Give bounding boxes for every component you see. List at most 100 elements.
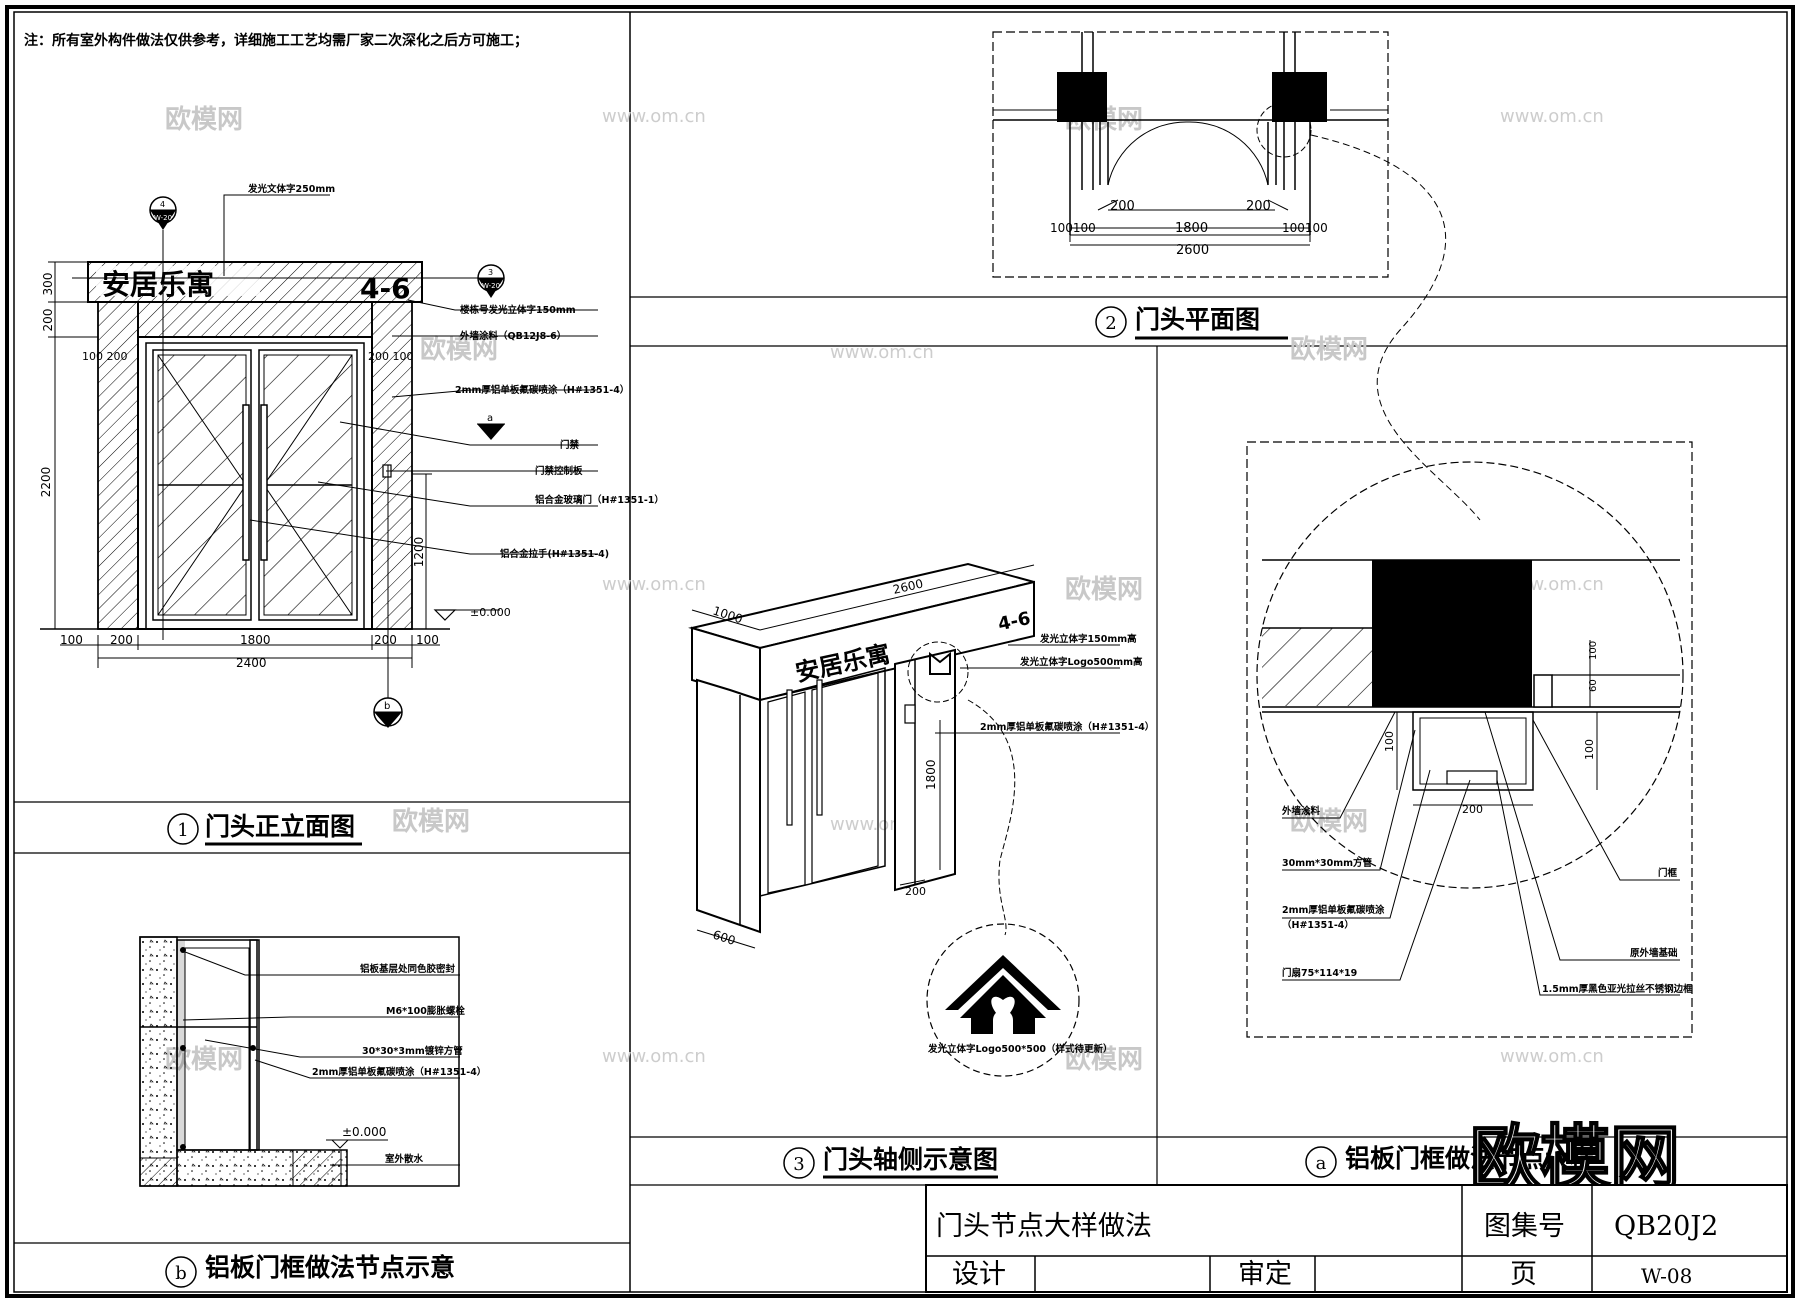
callout-text: 铝合金玻璃门（H#1351-1） <box>535 494 664 506</box>
callout-text: （H#1351-4） <box>1282 919 1354 931</box>
building-number: 4-6 <box>360 272 411 305</box>
dim-200: 200 <box>41 309 55 332</box>
dim-200: 200 <box>374 633 397 647</box>
callout-text: 发光立体字150mm高 <box>1039 633 1137 645</box>
callout-text: 发光立体字Logo500mm高 <box>1019 656 1143 668</box>
right-column <box>1272 72 1327 122</box>
dim-2600: 2600 <box>1176 243 1209 258</box>
section-symbol-3: 3 W-20 <box>72 264 505 298</box>
dim-1800: 1800 <box>240 633 271 647</box>
section-symbol-4: 4 W-20 <box>149 196 177 640</box>
watermark-logo: 欧模网 <box>165 104 243 135</box>
view-title: 铝板门框做法节点示意 <box>205 1253 455 1282</box>
dim-300: 300 <box>41 273 55 296</box>
callout-text: 外墙涂料（QB12J8-6） <box>459 330 566 342</box>
dim-100: 100 <box>416 633 439 647</box>
detail-connector <box>1310 134 1481 521</box>
review-label: 审定 <box>1238 1259 1292 1290</box>
dim-100: 100 <box>1588 641 1599 660</box>
left-door-leaf <box>152 349 252 621</box>
svg-text:b: b <box>384 701 390 712</box>
page-number: W-08 <box>1641 1264 1693 1288</box>
design-label: 设计 <box>952 1259 1006 1290</box>
view-number: a <box>1316 1153 1327 1174</box>
watermark-url: www.om.cn <box>1500 1046 1604 1067</box>
dim-200: 200 <box>1462 803 1483 816</box>
callout-text: 30*30*3mm镀锌方管 <box>362 1045 463 1057</box>
outer-border <box>5 5 1795 1298</box>
detail-b-view: ±0.000 铝板基层处同色胶密封 M6*100膨胀螺栓 30*30*3mm镀锌… <box>139 936 486 1288</box>
left-column <box>1057 72 1107 122</box>
callout-text: 发光文体字250mm <box>247 183 335 195</box>
dim-60: 60 <box>1588 679 1599 692</box>
dim-200-100: 200 100 <box>368 350 414 363</box>
callout-text: 外墙涂料 <box>1281 805 1321 817</box>
dim-100100: 100100 <box>1050 221 1096 235</box>
watermark-logo: 欧模网 <box>1290 806 1368 837</box>
svg-text:W-20: W-20 <box>482 282 500 290</box>
callout-text: 门框 <box>1658 867 1678 879</box>
door-frame-profile <box>1412 711 1534 791</box>
page-label: 页 <box>1510 1259 1537 1290</box>
watermark-url: www.om.cn <box>830 342 934 363</box>
view-number: 1 <box>177 820 188 841</box>
canopy-front <box>759 580 1035 702</box>
top-header-panel <box>137 301 373 338</box>
watermark-logo: 欧模网 <box>392 806 470 837</box>
plan-view: 200 200 100100 1800 100100 2600 2 门头平面图 <box>992 31 1389 340</box>
watermark-url: www.om.cn <box>1500 106 1604 127</box>
callout-text: 原外墙基础 <box>1630 947 1678 959</box>
dim-1800: 1800 <box>1175 221 1208 236</box>
watermark-logo: 欧模网 <box>420 334 498 365</box>
view-title: 铝板门框做法节点大样 <box>1345 1144 1595 1173</box>
svg-text:W-20: W-20 <box>154 214 172 222</box>
dim-200: 200 <box>1246 199 1271 214</box>
view-number: 2 <box>1105 313 1116 334</box>
general-note: 注：所有室外构件做法仅供参考，详细施工工艺均需厂家二次深化之后方可施工； <box>24 32 528 49</box>
view-title: 门头正立面图 <box>205 812 355 841</box>
dim-100: 100 <box>60 633 83 647</box>
view-title: 门头平面图 <box>1135 305 1260 334</box>
callout-text: 1.5mm厚黑色亚光拉丝不锈钢边框 <box>1542 983 1693 995</box>
view-number: b <box>175 1263 187 1284</box>
watermark-url: www.om.cn <box>602 1046 706 1067</box>
house-heart-logo-icon <box>945 955 1061 1034</box>
dim-200: 200 <box>110 633 133 647</box>
svg-text:4: 4 <box>160 200 165 209</box>
sign-text: 安居乐寓 <box>102 268 214 301</box>
callout-text: 2mm厚铝单板氟碳喷涂（H#1351-4） <box>455 384 629 396</box>
svg-text:a: a <box>487 413 493 424</box>
dim-2200: 2200 <box>39 467 53 498</box>
detail-symbol-a: a <box>477 413 505 440</box>
watermark-logo: 欧模网 <box>1065 574 1143 605</box>
elevation-zero: ±0.000 <box>342 1125 386 1139</box>
watermark-url: www.om.cn <box>602 574 706 595</box>
callout-text: 室外散水 <box>385 1153 424 1165</box>
title-block <box>925 1184 1788 1293</box>
callout-text: 2mm厚铝单板氟碳喷涂 <box>1282 904 1385 916</box>
axonometric-view: 安居乐寓 4-6 1000 2600 600 1800 200 <box>688 562 1154 1179</box>
elevation-zero: ±0.000 <box>470 606 511 619</box>
atlas-label: 图集号 <box>1484 1211 1565 1242</box>
drawing-name: 门头节点大样做法 <box>936 1211 1152 1242</box>
svg-text:3: 3 <box>488 268 493 277</box>
atlas-number: QB20J2 <box>1614 1211 1719 1242</box>
detail-symbol-b: b <box>373 465 403 728</box>
detail-a-view: 100 200 100 60 100 外墙涂料 30mm*30mm方管 2mm厚… <box>1246 441 1693 1178</box>
wall-concrete <box>139 936 178 1187</box>
callout-text: 2mm厚铝单板氟碳喷涂（H#1351-4） <box>980 721 1154 733</box>
dim-100: 100 <box>1583 739 1596 760</box>
left-handle <box>242 404 250 561</box>
logo-caption: 发光立体字Logo500*500（样式待更新） <box>927 1043 1113 1055</box>
callout-text: 30mm*30mm方管 <box>1282 857 1373 869</box>
watermark-logo: 欧模网 <box>1065 1044 1143 1075</box>
callout-text: 门扇75*114*19 <box>1282 967 1357 979</box>
dim-100: 100 <box>1383 731 1396 752</box>
callout-text: 门禁 <box>560 439 580 451</box>
watermark-url: www.om.cn <box>602 106 706 127</box>
dim-2400: 2400 <box>236 656 267 670</box>
dim-600: 600 <box>711 928 737 948</box>
view-title: 门头轴侧示意图 <box>823 1145 998 1174</box>
dim-200: 200 <box>905 885 926 898</box>
